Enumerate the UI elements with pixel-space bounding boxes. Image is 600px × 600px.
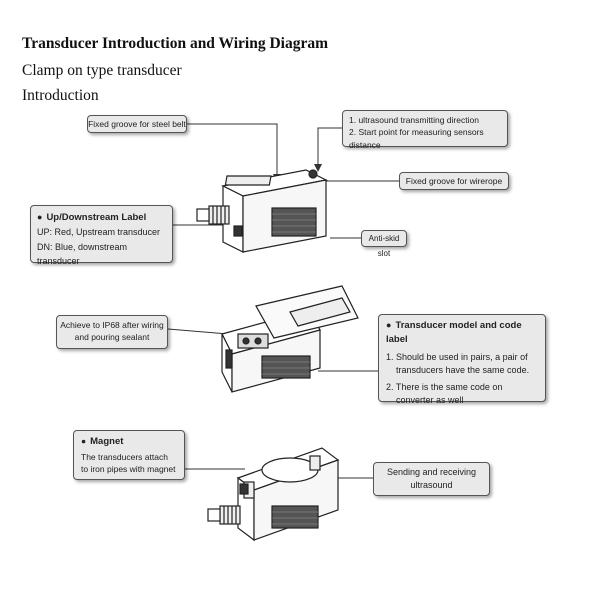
callout-steel-belt-text: Fixed groove for steel belt [88, 119, 186, 129]
callout-model-item1: 1. Should be used in pairs, a pair of tr… [386, 351, 530, 375]
callout-direction-line2: 2. Start point for measuring sensors dis… [349, 127, 484, 150]
callout-wirerope: Fixed groove for wirerope [399, 172, 509, 190]
callout-sending-line1: Sending and receiving [386, 467, 477, 477]
callout-direction-line1: 1. ultrasound transmitting direction [349, 115, 479, 125]
callout-ip68-line1: Achieve to IP68 after wiring [60, 320, 164, 330]
callout-wirerope-text: Fixed groove for wirerope [405, 176, 503, 186]
bullet-icon: ● [81, 436, 87, 446]
callout-steel-belt: Fixed groove for steel belt [87, 115, 187, 133]
bullet-icon: ● [37, 212, 43, 222]
callout-model-code: ●Transducer model and code label 1. Shou… [378, 314, 546, 405]
callout-up-downstream-title: Up/Downstream Label [46, 212, 147, 223]
callout-model-item2: 2. There is the same code on converter a… [386, 381, 503, 405]
callout-ip68-line2: and pouring sealant [74, 332, 150, 343]
callout-antiskid-text: Anti-skid slot [368, 234, 400, 258]
page-title: Transducer Introduction and Wiring Diagr… [22, 35, 329, 52]
callout-magnet-text: The transducers attach to iron pipes wit… [81, 451, 176, 475]
callout-sending: Sending and receiving ultrasound [373, 462, 490, 496]
bullet-icon: ● [386, 320, 392, 330]
page-subtitle: Clamp on type transducer [22, 62, 182, 79]
section-heading: Introduction [22, 87, 99, 104]
callout-magnet-title: Magnet [90, 436, 124, 447]
callout-dn-text: DN: Blue, downstream transducer [37, 241, 128, 266]
callout-sending-line2: ultrasound [410, 480, 453, 491]
transducer-device-top [196, 169, 328, 253]
leader-direction [317, 127, 343, 170]
callout-up-downstream: ●Up/Downstream Label UP: Red, Upstream t… [30, 205, 173, 266]
callout-up-text: UP: Red, Upstream transducer [37, 227, 161, 238]
callout-ip68: Achieve to IP68 after wiring and pouring… [56, 315, 168, 349]
callout-direction: 1. ultrasound transmitting direction 2. … [342, 110, 508, 150]
callout-magnet: ●Magnet The transducers attach to iron p… [73, 430, 185, 480]
leader-steel-belt [187, 123, 278, 180]
transducer-device-bottom [207, 447, 340, 542]
callout-antiskid: Anti-skid slot [361, 230, 407, 258]
transducer-device-middle [221, 285, 359, 393]
callout-model-title: Transducer model and code label [386, 320, 522, 345]
